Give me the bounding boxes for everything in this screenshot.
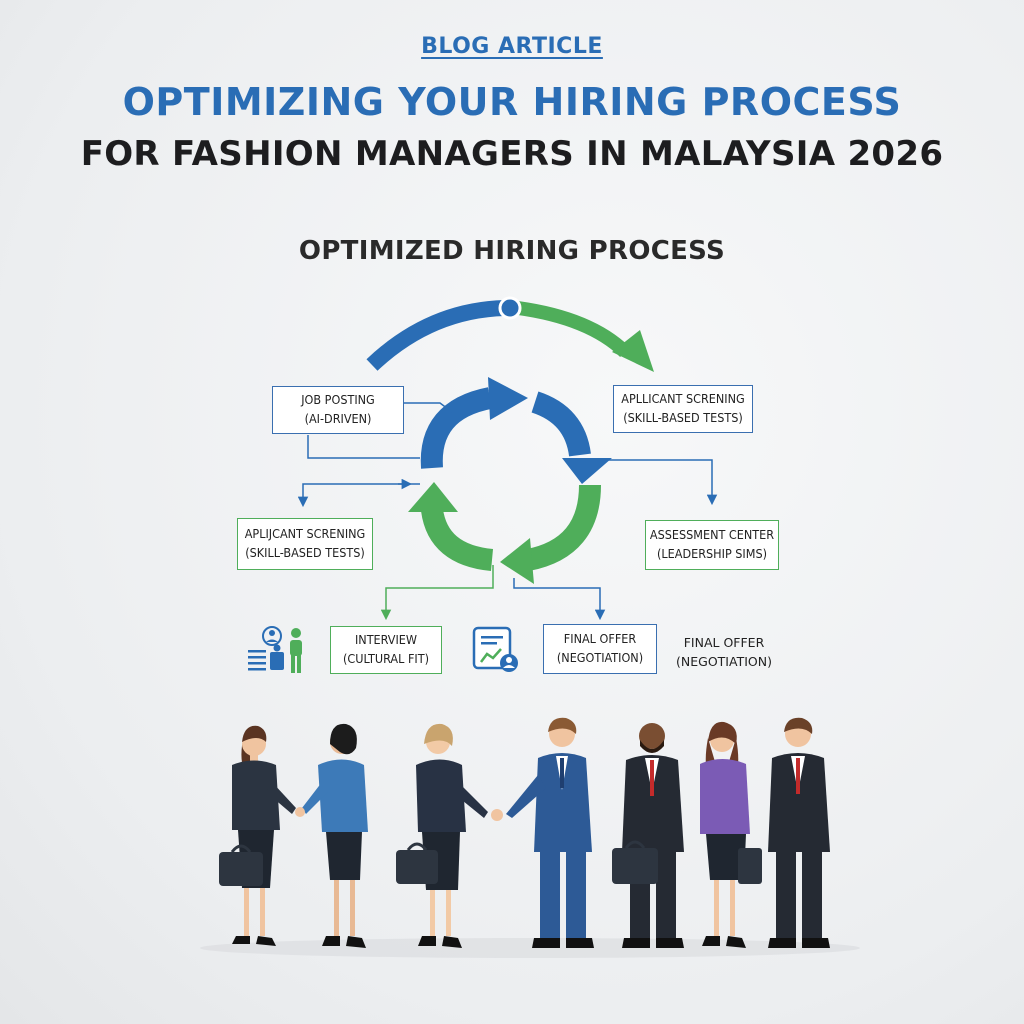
- step-applicant-screening-left: APLIJCANT SCRENING (SKILL-BASED TESTS): [237, 518, 373, 570]
- outer-arc-arrow: [366, 296, 654, 372]
- step-screening-left-title: APLIJCANT SCRENING: [244, 526, 366, 542]
- step-applicant-screening-right: APLLICANT SCRENING (SKILL-BASED TESTS): [613, 385, 753, 433]
- final-offer-plain-detail: (NEGOTIATION): [676, 653, 772, 669]
- step-screening-left-detail: (SKILL-BASED TESTS): [245, 545, 365, 560]
- step-job-posting: JOB POSTING (AI-DRIVEN): [272, 386, 404, 434]
- step-final-offer-detail: (NEGOTIATION): [556, 650, 644, 665]
- step-screening-right-detail: (SKILL-BASED TESTS): [623, 410, 743, 425]
- step-final-offer: FINAL OFFER (NEGOTIATION): [543, 624, 657, 674]
- article-title-line2: FOR FASHION MANAGERS IN MALAYSIA 2026: [80, 134, 944, 174]
- step-interview: INTERVIEW (CULTURAL FIT): [330, 626, 442, 674]
- step-assessment-title: ASSESSMENT CENTER: [649, 527, 775, 543]
- step-assessment-detail: (LEADERSHIP SIMS): [657, 546, 767, 561]
- step-job-posting-detail: (AI-DRIVEN): [304, 411, 372, 426]
- diagram-title: OPTIMIZED HIRING PROCESS: [298, 236, 726, 266]
- step-interview-title: INTERVIEW: [354, 632, 418, 648]
- step-assessment-center: ASSESSMENT CENTER (LEADERSHIP SIMS): [645, 520, 779, 570]
- article-title-line1: OPTIMIZING YOUR HIRING PROCESS: [122, 80, 902, 124]
- step-final-offer-plain: FINAL OFFER (NEGOTIATION): [672, 634, 776, 672]
- connector-lines: [297, 402, 718, 621]
- final-offer-plain-title: FINAL OFFER: [683, 635, 765, 650]
- blog-eyebrow[interactable]: BLOG ARTICLE: [421, 34, 603, 59]
- step-interview-detail: (CULTURAL FIT): [343, 651, 429, 666]
- step-screening-right-title: APLLICANT SCRENING: [621, 391, 745, 407]
- step-job-posting-title: JOB POSTING: [301, 392, 375, 408]
- step-final-offer-title: FINAL OFFER: [563, 631, 637, 647]
- cycle-arrows: [408, 377, 612, 584]
